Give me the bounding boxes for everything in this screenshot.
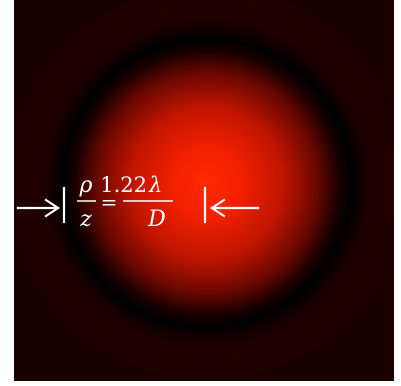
formula-rhs-coefficient: 1.22	[100, 173, 147, 197]
formula-equals: =	[101, 190, 118, 214]
left-arrow-marker	[16, 186, 66, 224]
formula-lhs-denominator: z	[79, 207, 92, 232]
formula-rhs-denominator: D	[147, 207, 166, 232]
formula: ρ z = 1.22 λ D	[77, 173, 173, 232]
formula-lhs-numerator: ρ	[79, 173, 93, 198]
formula-rhs-symbol: λ	[148, 173, 162, 197]
right-arrow-marker	[203, 186, 260, 224]
